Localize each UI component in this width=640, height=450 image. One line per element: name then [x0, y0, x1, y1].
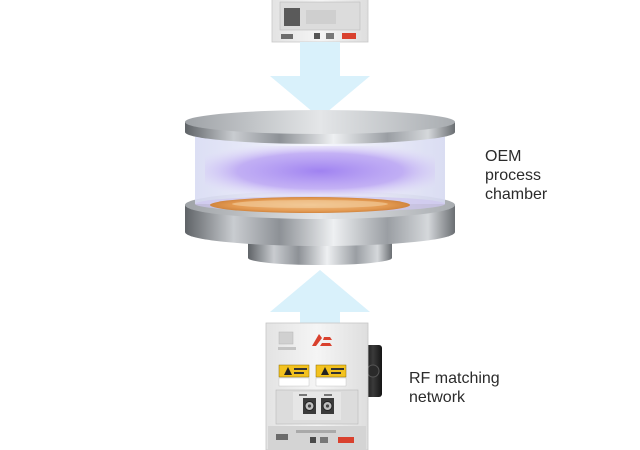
- warning-icon: [278, 364, 310, 387]
- chamber-label-line: OEM: [485, 148, 522, 165]
- rf-matching-unit: [265, 322, 382, 450]
- chamber-label: OEM process chamber: [485, 147, 547, 204]
- chamber-lid: [185, 110, 455, 134]
- chamber-label-line: process: [485, 167, 542, 184]
- warning-icon: [315, 364, 347, 387]
- rf-generator-unit-top: [271, 0, 369, 43]
- rf-connector-icon: [303, 398, 316, 414]
- matching-network-label: RF matching network: [409, 369, 500, 407]
- power-flow-arrow-top: [270, 42, 370, 118]
- rf-connector-icon: [321, 398, 334, 414]
- brand-logo-icon: [312, 334, 332, 346]
- plasma-glow: [205, 146, 435, 196]
- matching-network-label-line: RF matching: [409, 370, 500, 387]
- process-chamber: [185, 110, 455, 265]
- power-flow-arrow-bottom: [270, 270, 370, 342]
- chamber-label-line: chamber: [485, 186, 548, 203]
- matching-network-label-line: network: [409, 389, 466, 406]
